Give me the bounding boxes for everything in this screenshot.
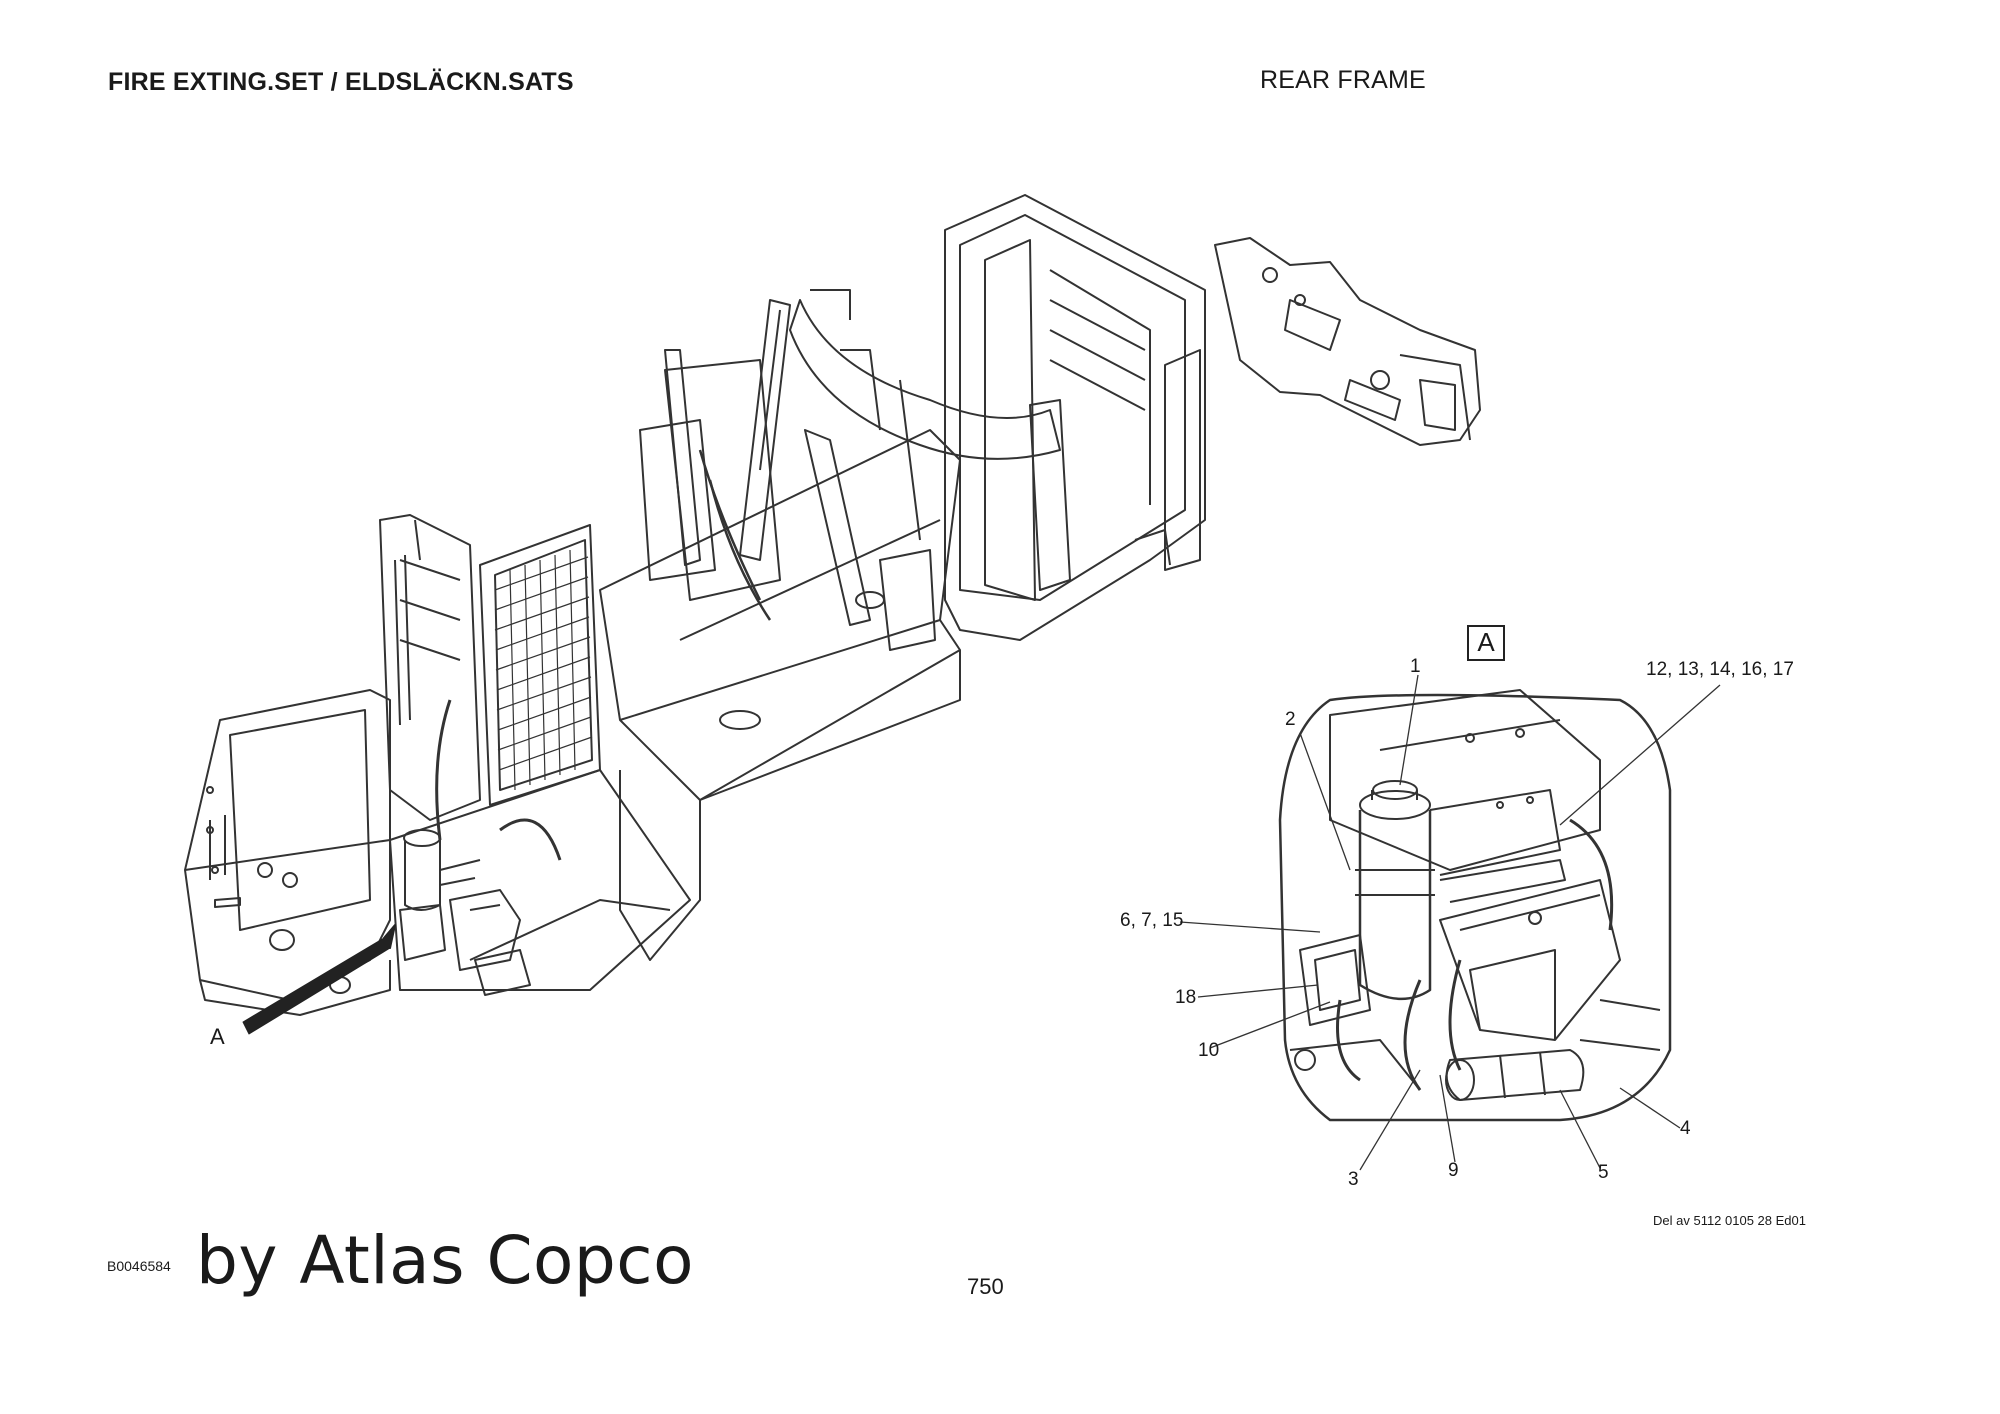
callout-9: 9: [1448, 1160, 1459, 1181]
part-reference: Del av 5112 0105 28 Ed01: [1653, 1213, 1806, 1228]
callout-12-13-14-16-17: 12, 13, 14, 16, 17: [1646, 659, 1794, 680]
detail-view-a: [1179, 674, 1721, 1171]
rear-frame-assembly: [184, 194, 1481, 1016]
detail-box-label: A: [1467, 625, 1505, 661]
callout-10: 10: [1198, 1040, 1220, 1061]
brand-credit: by Atlas Copco: [196, 1222, 694, 1299]
callout-2: 2: [1285, 709, 1296, 730]
callout-18: 18: [1175, 987, 1197, 1008]
detail-pointer-label: A: [210, 1024, 225, 1049]
drawing-id: B0046584: [107, 1258, 171, 1274]
section-title: REAR FRAME: [1260, 66, 1426, 94]
callout-4: 4: [1680, 1118, 1691, 1139]
page-number: 750: [967, 1274, 1004, 1299]
callout-6-7-15: 6, 7, 15: [1120, 910, 1184, 931]
callout-5: 5: [1598, 1162, 1609, 1183]
detail-pointer-arrow: [242, 924, 396, 1035]
page-title: FIRE EXTING.SET / ELDSLÄCKN.SATS: [108, 68, 574, 96]
callout-3: 3: [1348, 1169, 1359, 1190]
callout-1: 1: [1410, 656, 1421, 677]
